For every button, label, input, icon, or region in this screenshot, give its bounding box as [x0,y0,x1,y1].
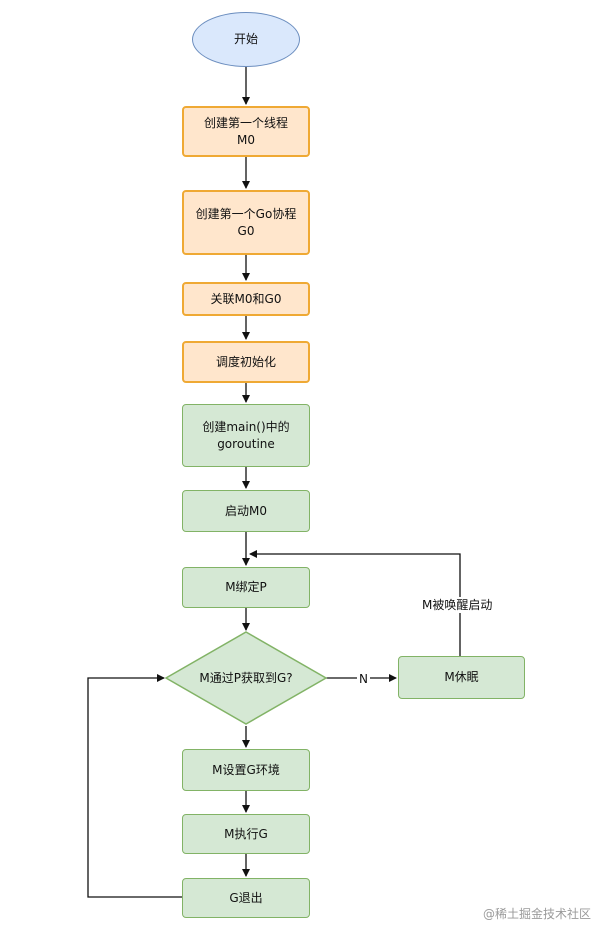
watermark: @稀土掘金技术社区 [482,907,591,921]
m-set-g-env-node: M设置G环境 [182,749,310,791]
g-exit-node: G退出 [182,878,310,918]
start-m0-node: 启动M0 [182,490,310,532]
start-node: 开始 [192,12,300,67]
m-bind-p-node: M绑定P [182,567,310,608]
m-sleep-node: M休眠 [398,656,525,699]
edge-label-no: N [357,672,370,686]
edge-sleep-wake [249,550,461,656]
m-exec-g-node: M执行G [182,814,310,854]
decision-diamond [164,631,328,725]
create-goroutine-g0-node: 创建第一个Go协程 G0 [182,190,310,255]
edge-exit-loop [87,674,182,898]
create-main-goroutine-node: 创建main()中的 goroutine [182,404,310,467]
link-m0-g0-node: 关联M0和G0 [182,282,310,316]
create-thread-m0-node: 创建第一个线程 M0 [182,106,310,157]
decision-label: M通过P获取到G? [199,670,293,685]
edge-label-wake: M被唤醒启动 [420,597,495,613]
scheduler-init-node: 调度初始化 [182,341,310,383]
